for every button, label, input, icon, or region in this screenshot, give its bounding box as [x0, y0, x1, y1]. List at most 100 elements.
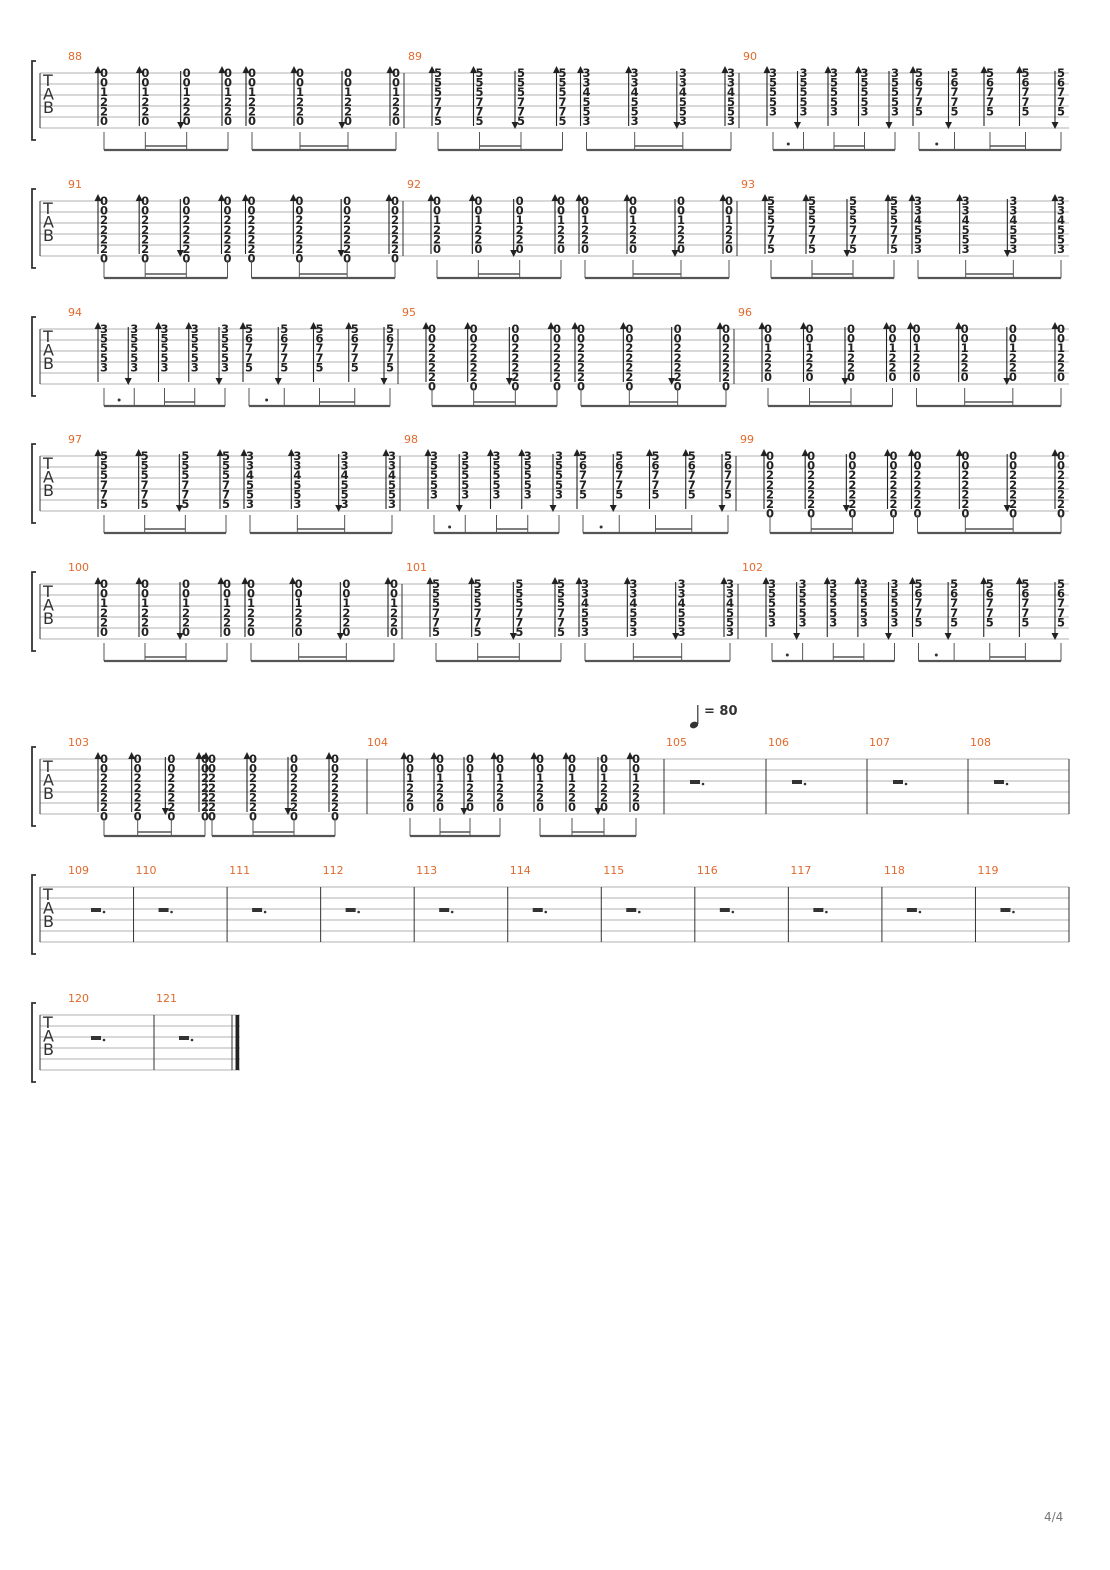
fret-number: 5 — [799, 606, 807, 620]
tab-clef-letter: T — [42, 71, 53, 90]
strum-down-arrow — [338, 122, 346, 129]
strum-down-arrow — [335, 505, 343, 512]
dot — [935, 142, 939, 146]
fret-number: 2 — [577, 370, 585, 384]
fret-number: 7 — [579, 468, 587, 482]
strum-up-arrow — [562, 752, 570, 759]
strum-down-arrow — [177, 122, 185, 129]
fret-number: 0 — [290, 752, 298, 766]
rest-mark — [158, 908, 169, 912]
fret-number: 5 — [245, 322, 253, 336]
fret-number: 5 — [615, 487, 623, 501]
fret-number: 5 — [631, 95, 639, 109]
fret-number: 0 — [392, 76, 400, 90]
measure-number: 102 — [742, 561, 763, 574]
fret-number: 3 — [769, 66, 777, 80]
fret-number: 7 — [579, 478, 587, 492]
fret-number: 5 — [181, 497, 189, 511]
strum-up-arrow — [824, 66, 832, 73]
fret-number: 2 — [436, 790, 444, 804]
fret-number: 0 — [428, 322, 436, 336]
rest-dot — [904, 782, 908, 786]
fret-number: 2 — [1057, 487, 1065, 501]
fret-number: 4 — [726, 596, 734, 610]
fret-number: 2 — [436, 781, 444, 795]
fret-number: 5 — [679, 95, 687, 109]
fret-number: 5 — [315, 360, 323, 374]
fret-number: 3 — [461, 449, 469, 463]
strum-up-arrow — [571, 322, 579, 329]
fret-number: 2 — [632, 790, 640, 804]
strum-down-arrow — [176, 633, 184, 640]
fret-number: 7 — [1021, 95, 1029, 109]
fret-number: 5 — [434, 114, 442, 128]
fret-number: 1 — [847, 341, 855, 355]
fret-number: 3 — [860, 66, 868, 80]
fret-number: 0 — [100, 752, 108, 766]
fret-number: 3 — [582, 114, 590, 128]
fret-number: 5 — [517, 85, 525, 99]
fret-number: 3 — [130, 360, 138, 374]
fret-number: 0 — [406, 762, 414, 776]
fret-number: 2 — [249, 781, 257, 795]
strum-down-arrow — [380, 378, 388, 385]
measure-number: 103 — [68, 736, 89, 749]
fret-number: 5 — [515, 625, 523, 639]
fret-number: 0 — [553, 380, 561, 394]
strum-up-arrow — [758, 322, 766, 329]
fret-number: 0 — [581, 242, 589, 256]
fret-number: 5 — [130, 332, 138, 346]
strum-up-arrow — [422, 322, 430, 329]
fret-number: 0 — [247, 194, 255, 208]
fret-number: 2 — [474, 223, 482, 237]
fret-number: 5 — [808, 242, 816, 256]
fret-number: 5 — [799, 596, 807, 610]
fret-number: 5 — [430, 468, 438, 482]
fret-number: 7 — [986, 95, 994, 109]
fret-number: 2 — [428, 370, 436, 384]
fret-number: 0 — [553, 332, 561, 346]
fret-number: 0 — [568, 762, 576, 776]
fret-number: 5 — [141, 497, 149, 511]
fret-number: 5 — [1057, 232, 1065, 246]
fret-number: 2 — [344, 104, 352, 118]
fret-number: 2 — [223, 615, 231, 629]
fret-number: 5 — [221, 351, 229, 365]
fret-number: 2 — [600, 790, 608, 804]
tab-clef-letter: T — [42, 885, 53, 904]
fret-number: 5 — [629, 606, 637, 620]
fret-number: 5 — [678, 606, 686, 620]
fret-number: 5 — [830, 85, 838, 99]
fret-number: 6 — [1057, 76, 1065, 90]
fret-number: 2 — [553, 370, 561, 384]
fret-number: 0 — [342, 587, 350, 601]
fret-number: 5 — [767, 213, 775, 227]
rest-dot — [918, 910, 922, 914]
fret-number: 1 — [516, 213, 524, 227]
strum-up-arrow — [470, 66, 477, 73]
fret-number: 3 — [582, 76, 590, 90]
fret-number: 2 — [224, 95, 232, 109]
rest-dot — [637, 910, 641, 914]
fret-number: 0 — [496, 800, 504, 814]
fret-number: 3 — [555, 487, 563, 501]
fret-number: 3 — [890, 577, 898, 591]
fret-number: 2 — [553, 351, 561, 365]
strum-up-arrow — [94, 752, 102, 759]
fret-number: 2 — [182, 606, 190, 620]
tab-clef-letter: T — [42, 327, 53, 346]
fret-number: 0 — [677, 242, 685, 256]
fret-number: 7 — [808, 223, 816, 237]
rest-dot — [357, 910, 360, 914]
rest-dot — [190, 1038, 194, 1042]
strum-up-arrow — [760, 449, 768, 456]
fret-number: 0 — [295, 577, 303, 591]
fret-number: 0 — [167, 762, 175, 776]
fret-number: 5 — [629, 615, 637, 629]
measure-number: 107 — [869, 736, 890, 749]
fret-number: 2 — [912, 360, 920, 374]
strum-down-arrow — [594, 808, 602, 815]
fret-number: 1 — [632, 771, 640, 785]
fret-number: 5 — [221, 332, 229, 346]
strum-up-arrow — [577, 66, 584, 73]
